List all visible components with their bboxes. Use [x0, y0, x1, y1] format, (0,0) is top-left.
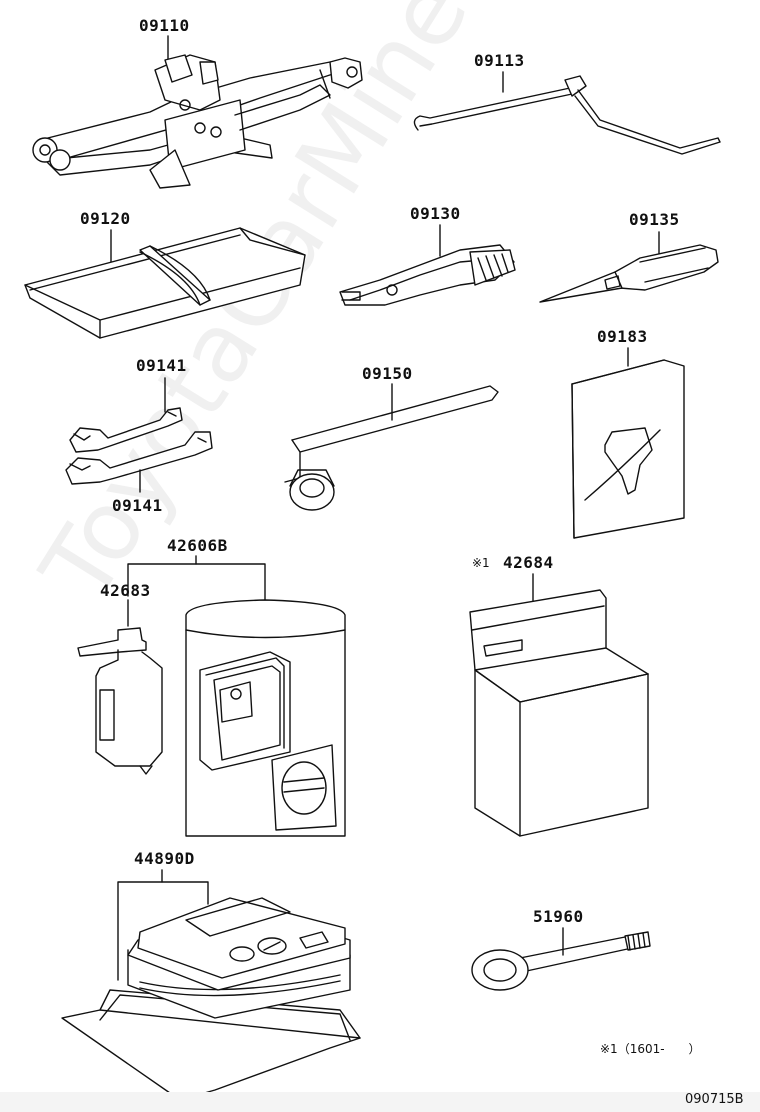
- instruction-pouch-icon: [572, 348, 684, 538]
- tool-bag-icon: [25, 228, 305, 338]
- group-bracket-42606b: [128, 556, 265, 600]
- part-number-09141-top: 09141: [136, 356, 187, 375]
- part-number-51960: 51960: [533, 907, 584, 926]
- towing-eye-icon: [472, 928, 650, 990]
- part-number-09120: 09120: [80, 209, 131, 228]
- part-number-09183: 09183: [597, 327, 648, 346]
- part-number-09113: 09113: [474, 51, 525, 70]
- part-number-09150: 09150: [362, 364, 413, 383]
- scissor-jack-icon: [33, 36, 362, 188]
- footnote: ※1（1601- ）: [600, 1042, 701, 1056]
- air-compressor-icon: [62, 898, 360, 1100]
- part-number-09110: 09110: [139, 16, 190, 35]
- jack-handle-icon: [414, 72, 720, 154]
- screwdriver-icon: [540, 232, 718, 302]
- group-bracket-44890d: [118, 870, 208, 980]
- repair-kit-box-icon: [186, 600, 345, 836]
- bottom-bar: [0, 1092, 760, 1112]
- sealant-bottle-icon: [78, 600, 162, 774]
- wrench-pair-icon: [66, 378, 212, 492]
- storage-bag-icon: [470, 574, 648, 836]
- part-number-09135: 09135: [629, 210, 680, 229]
- part-number-09130: 09130: [410, 204, 461, 223]
- part-number-09141-bottom: 09141: [112, 496, 163, 515]
- pliers-icon: [340, 225, 515, 305]
- note-mark-42684: ※1: [472, 556, 490, 570]
- part-number-42606b: 42606B: [167, 536, 228, 555]
- lug-wrench-icon: [285, 384, 498, 510]
- diagram-code: 090715B: [685, 1092, 744, 1107]
- part-number-42683: 42683: [100, 581, 151, 600]
- part-number-42684: 42684: [503, 553, 554, 572]
- part-number-44890d: 44890D: [134, 849, 195, 868]
